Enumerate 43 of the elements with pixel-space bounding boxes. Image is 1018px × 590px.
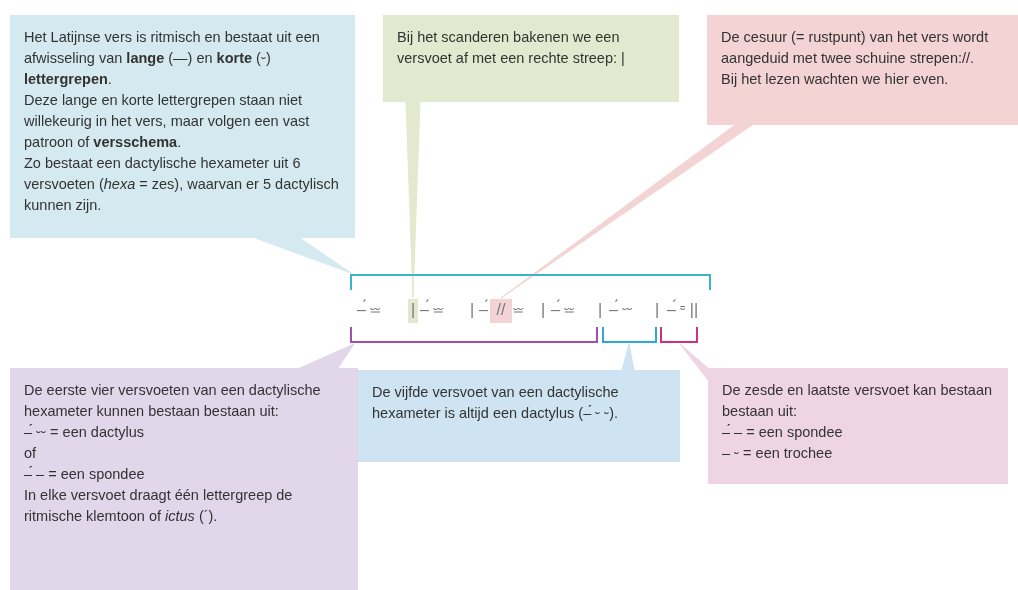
callout-box [383, 15, 679, 102]
callout-box [10, 15, 355, 238]
caesura-mark: // [490, 299, 512, 323]
bracket [602, 327, 657, 343]
callout-pointer [254, 237, 352, 274]
callout-pointer [405, 101, 421, 299]
foot-divider: | [655, 300, 660, 320]
callout-box [707, 15, 1018, 125]
callout-text: Bij het lezen wachten we hier even. [721, 70, 950, 89]
meter-symbol: –́ ⏑⏑ [609, 299, 633, 320]
callout-text: De cesuur (= rustpunt) van het vers wordt aangeduid met twee schuine strepen://. [721, 28, 990, 68]
callout-text: Zo bestaat een dactylische hexameter uit 6 versvoeten (hexa = zes), waarvan er 5 dactylisch kunnen zijn. [24, 154, 340, 215]
callout-text: –́ – = een spondee [24, 465, 146, 484]
callout-box [358, 370, 680, 462]
callout-text: –́ ⏑⏑ = een dactylus [24, 423, 146, 442]
callout-text: Bij het scanderen bakenen we een versvoet af met een rechte streep: | [397, 28, 626, 68]
callout-text: De zesde en laatste versvoet kan bestaan bestaan uit: [722, 381, 994, 421]
callout-text: Deze lange en korte lettergrepen staan niet willekeurig in het vers, maar volgen een vast patroon of versschema. [24, 91, 311, 152]
meter-symbol: –́ ⏕ [420, 299, 444, 320]
meter-symbol: ⏕ [513, 300, 523, 320]
callout-pointer [621, 343, 635, 371]
callout-text: De vijfde versvoet van een dactylische hexameter is altijd een dactylus (–́ ⏑ ⏑). [372, 383, 620, 423]
callout-text: – ⏑ = een trochee [722, 444, 834, 463]
bracket [350, 327, 598, 343]
bracket [660, 327, 698, 343]
meter-symbol: –́ ⏒ || [667, 299, 699, 320]
callout-box [708, 368, 1008, 484]
callout-text: Het Latijnse vers is ritmisch en bestaat uit een afwisseling van lange (—) en korte (⏑) lettergrepen. [24, 28, 321, 89]
callout-pointer [679, 343, 709, 381]
meter-symbol: –́ ⏕ [357, 299, 381, 320]
callout-pointer [500, 124, 753, 299]
callout-text: of [24, 444, 38, 463]
callout-box [10, 368, 358, 590]
callout-pointer [299, 343, 355, 369]
callout-text: De eerste vier versvoeten van een dactylische hexameter kunnen bestaan bestaan uit: [24, 381, 322, 421]
callout-text: In elke versvoet draagt één lettergreep de ritmische klemtoon of ictus (´). [24, 486, 294, 526]
foot-divider: | [470, 300, 475, 320]
foot-divider: | [541, 300, 546, 320]
foot-divider: | [598, 300, 603, 320]
bracket [350, 274, 711, 290]
callout-text: –́ – = een spondee [722, 423, 844, 442]
meter-symbol: –́ ⏕ [551, 299, 575, 320]
meter-symbol: –́ [479, 299, 488, 320]
